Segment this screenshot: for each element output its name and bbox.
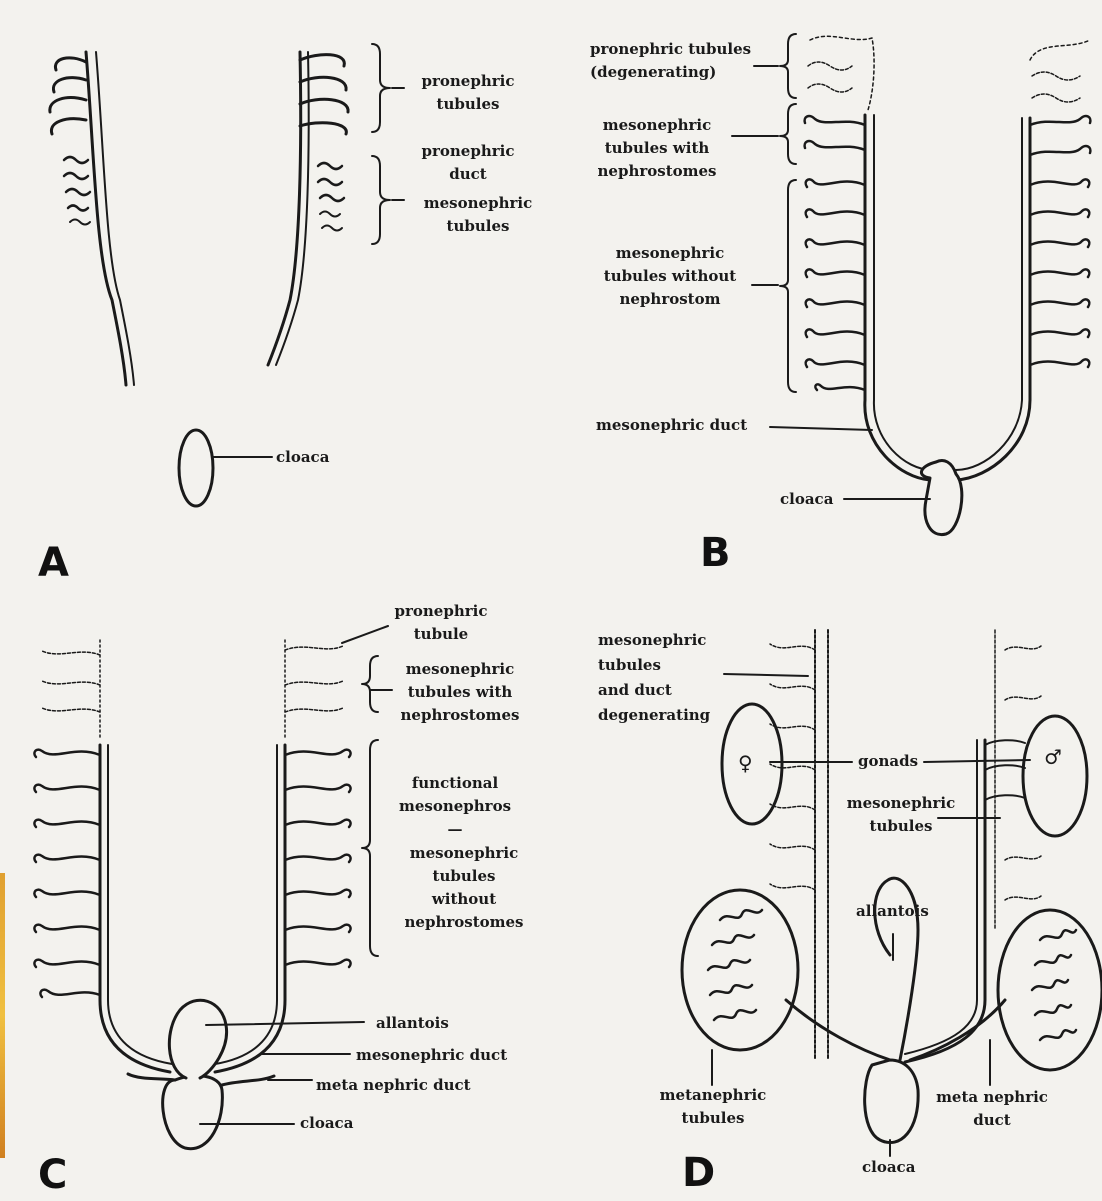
label-a-cloaca: cloaca: [276, 446, 329, 469]
panel-letter-d: D: [682, 1150, 715, 1196]
male-symbol: ♂: [1044, 746, 1062, 769]
label-c-cloaca: cloaca: [300, 1112, 353, 1135]
label-d-mesonephric-tubules: mesonephric tubules: [836, 792, 966, 838]
panel-b-figure: [732, 34, 1090, 535]
label-b-cloaca: cloaca: [780, 488, 833, 511]
panel-letter-b: B: [700, 530, 731, 576]
label-b-mesonephric-without: mesonephric tubules without nephrostom: [588, 242, 752, 311]
label-d-mesonephric-degenerating: mesonephric tubules and duct degeneratin…: [598, 628, 738, 728]
label-c-dash: —: [390, 818, 520, 841]
label-b-mesonephric-with-nephrostomes: mesonephric tubules with nephrostomes: [582, 114, 732, 183]
panel-d-figure: [682, 630, 1102, 1156]
female-symbol: ♀: [738, 752, 753, 775]
label-a-pronephric-tubules: pronephric tubules: [408, 70, 528, 116]
label-d-gonads: gonads: [858, 750, 918, 773]
label-c-mesonephric-duct: mesonephric duct: [356, 1044, 507, 1067]
label-c-metanephric-duct: meta nephric duct: [316, 1074, 471, 1097]
label-a-pronephric-duct: pronephric duct: [408, 140, 528, 186]
panel-c-figure: [34, 626, 392, 1149]
label-b-pronephric-degenerating: pronephric tubules (degenerating): [590, 38, 751, 84]
panel-letter-c: C: [38, 1152, 67, 1198]
label-b-mesonephric-duct: mesonephric duct: [596, 414, 747, 437]
label-c-pronephric-tubule: pronephric tubule: [386, 600, 496, 646]
label-c-mesonephric-without: mesonephric tubules without nephrostomes: [390, 842, 538, 934]
label-c-mesonephric-with-nephrostomes: mesonephric tubules with nephrostomes: [390, 658, 530, 727]
label-d-allantois: allantois: [856, 900, 929, 923]
panel-a-figure: [50, 44, 404, 506]
label-c-functional-mesonephros: functional mesonephros: [390, 772, 520, 818]
label-d-metanephric-duct: meta nephric duct: [930, 1086, 1054, 1132]
label-d-cloaca: cloaca: [862, 1156, 915, 1179]
label-a-mesonephric-tubules: mesonephric tubules: [408, 192, 548, 238]
label-d-metanephric-tubules: metanephric tubules: [648, 1084, 778, 1130]
label-c-allantois: allantois: [376, 1012, 449, 1035]
panel-letter-a: A: [38, 540, 69, 586]
